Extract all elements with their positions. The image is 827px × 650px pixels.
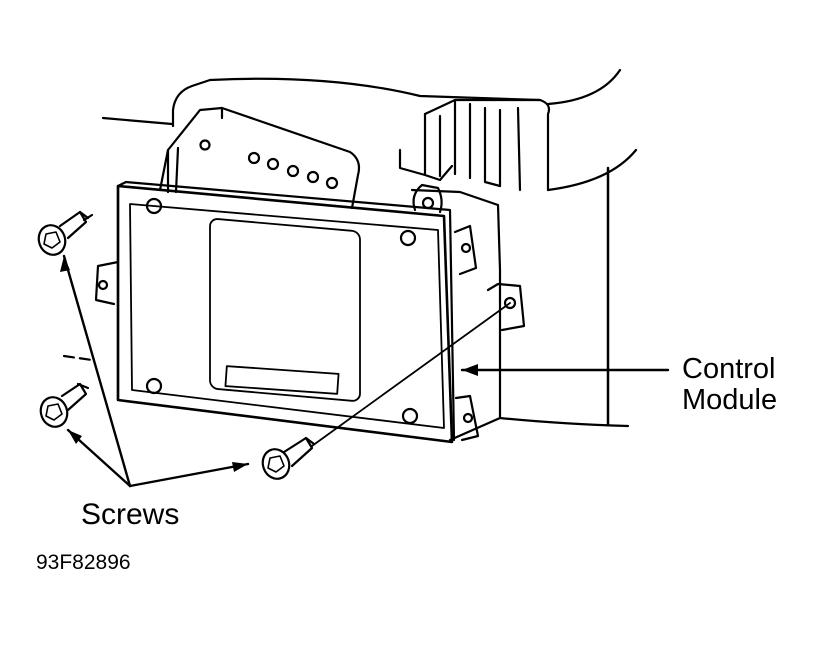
control-module-label-line2: Module [682, 384, 778, 416]
figure-code-label: 93F82896 [36, 551, 131, 574]
screw-icon [39, 382, 90, 428]
control-module-body [116, 180, 456, 444]
screw-icon [37, 210, 94, 256]
screw-icon [261, 436, 316, 480]
vehicle-structure [62, 68, 638, 428]
control-module-label: Control Module [682, 354, 777, 416]
mounting-bracket [158, 106, 361, 210]
callout-arrows [60, 254, 670, 488]
left-mounting-tabs [94, 260, 120, 306]
screw-insertion-line [311, 302, 511, 447]
control-module-label-line1: Control [682, 353, 776, 385]
screws-label: Screws [81, 498, 180, 531]
harness-connector [398, 98, 551, 192]
module-housing-rear [410, 183, 526, 442]
